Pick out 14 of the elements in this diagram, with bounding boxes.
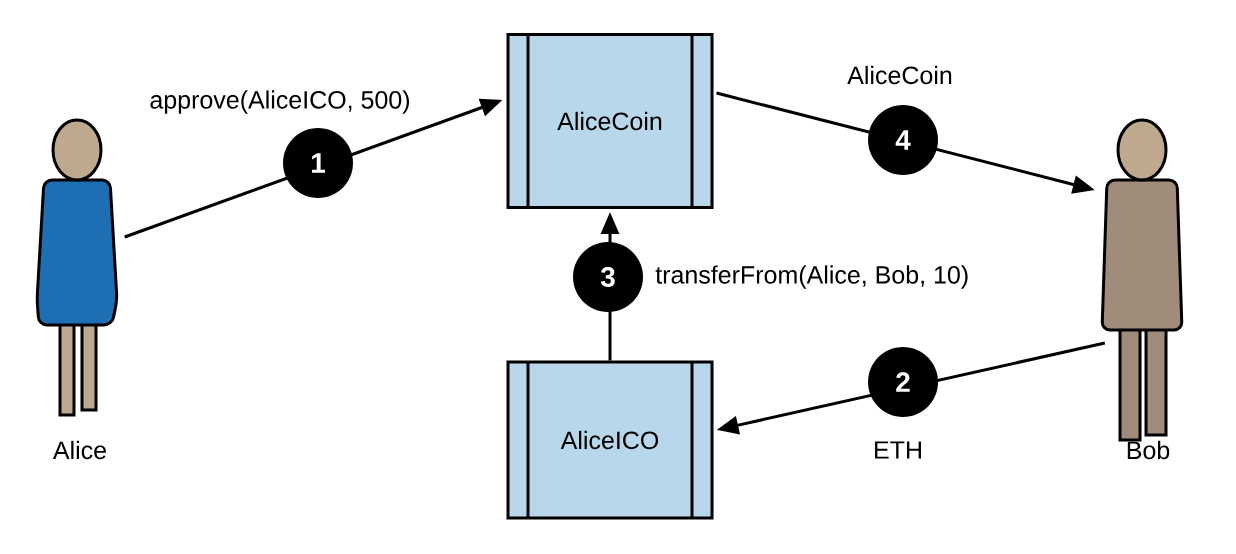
process-box: AliceICO [506, 360, 714, 520]
step-label: AliceCoin [847, 65, 952, 85]
node-label: Alice [52, 440, 106, 460]
step-number: 1 [283, 128, 353, 198]
person-figure: Bob [1100, 118, 1184, 460]
step-number: 2 [868, 347, 938, 417]
step-label: approve(AliceICO, 500) [150, 90, 409, 114]
step-number: 3 [573, 242, 643, 312]
step-label: transferFrom(Alice, Bob, 10) [655, 265, 968, 289]
step-number: 4 [868, 105, 938, 175]
step-label: ETH [875, 441, 921, 459]
person-figure: Alice [35, 118, 119, 460]
process-box: AliceCoin [506, 33, 714, 209]
node-label: Bob [1127, 440, 1170, 460]
